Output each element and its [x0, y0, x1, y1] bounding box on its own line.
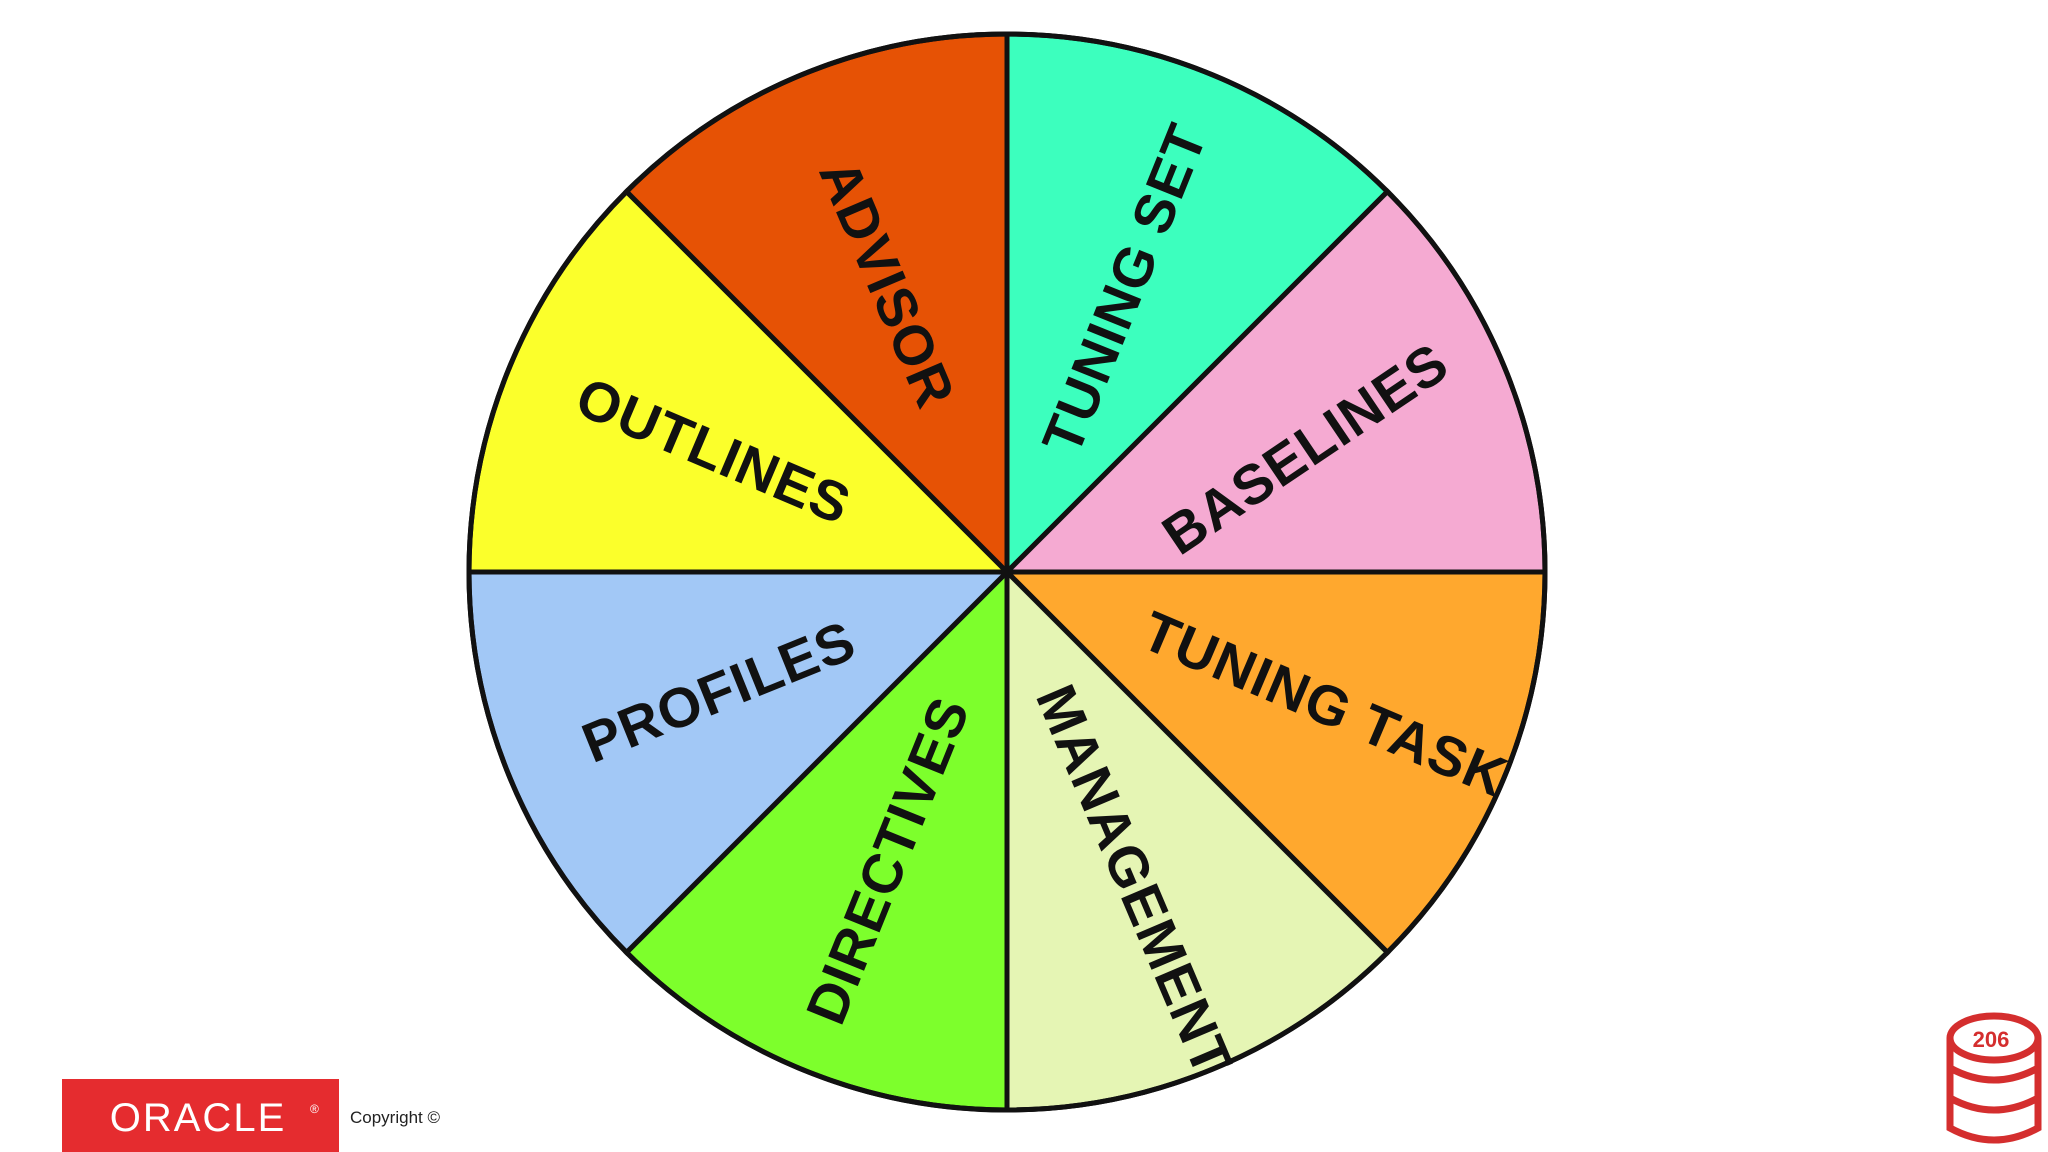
- page-number: 206: [1973, 1027, 2010, 1052]
- oracle-logo-mark: ®: [310, 1102, 321, 1116]
- wheel-rim: [466, 31, 1548, 1113]
- oracle-logo-text: ORACLE: [110, 1096, 287, 1140]
- oracle-logo: ORACLE ®: [62, 1079, 339, 1152]
- copyright-text: Copyright ©: [350, 1108, 441, 1127]
- database-icon: 206: [1946, 1012, 2042, 1144]
- oracle-logo-background: [62, 1079, 339, 1152]
